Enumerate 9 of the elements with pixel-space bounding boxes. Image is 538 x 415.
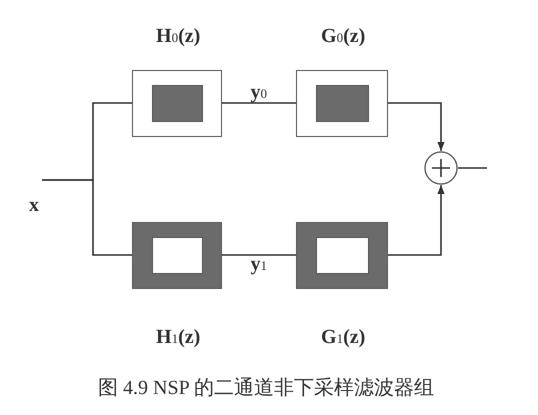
caption: 图 4.9 NSP 的二通道非下采样滤波器组 [98, 376, 434, 401]
input-label: x [26, 178, 42, 216]
connector-line [42, 179, 132, 256]
summing-junction [424, 151, 458, 185]
connector-line [222, 102, 296, 104]
arrow [388, 102, 445, 151]
arrow [388, 185, 445, 256]
connector-line [458, 167, 487, 169]
connector-line [222, 254, 296, 256]
